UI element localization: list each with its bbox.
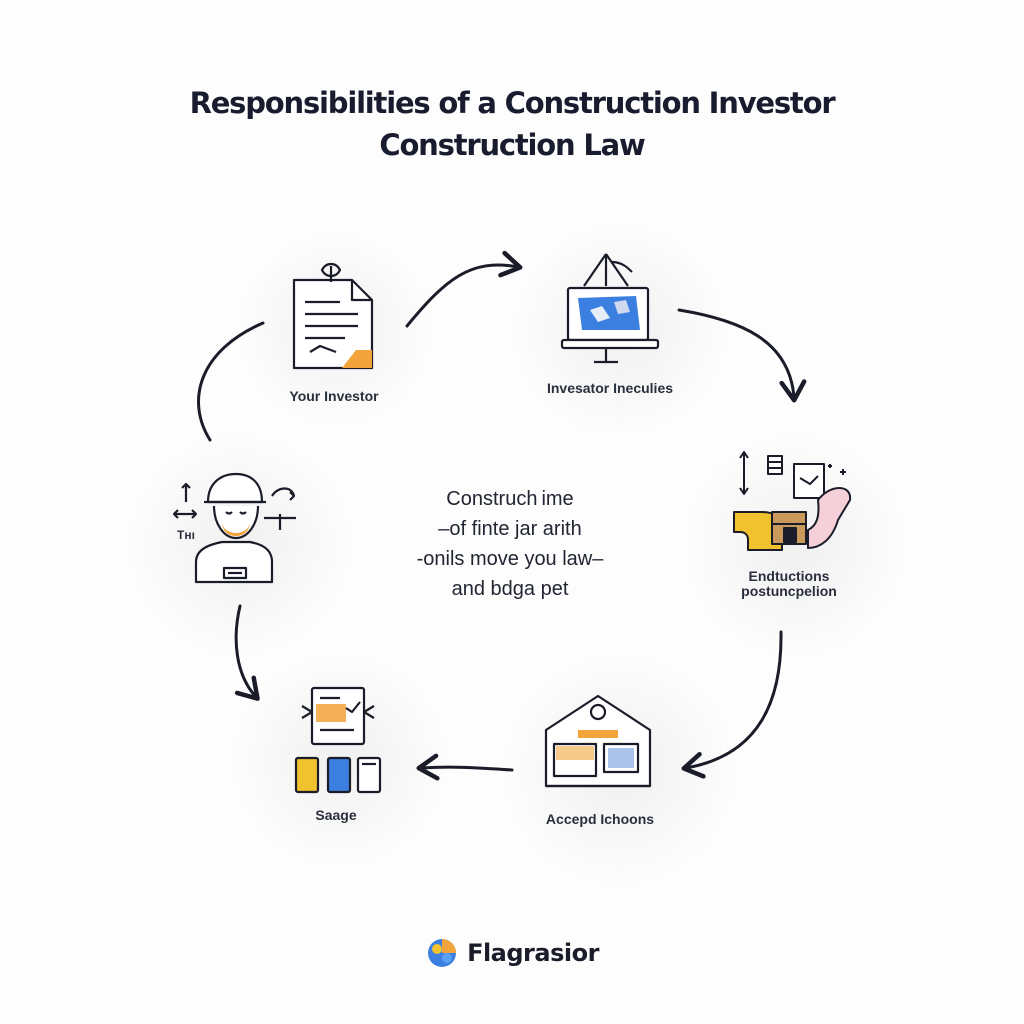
- page-title: Responsibilities of a Construction Inves…: [189, 86, 836, 120]
- devices-icon: [294, 686, 382, 794]
- pipes-boxes-icon: [733, 451, 852, 551]
- center-line-3: -onils move you law–: [416, 548, 604, 570]
- document-contract-icon: [292, 262, 374, 370]
- node-label-pipes-line1: Endtuctions: [748, 568, 830, 584]
- node-label-laptop: Invesator Ineculies: [546, 380, 674, 396]
- center-description: Construch ime –of finte jar arith -onils…: [360, 484, 660, 604]
- arrow-bottom: [416, 753, 514, 781]
- node-label-pipes-line2: postuncpelion: [741, 583, 837, 599]
- center-line-1: Construch ime: [446, 488, 574, 510]
- brand-logo-icon: [428, 939, 457, 967]
- node-label-investor: Your Investor: [289, 388, 379, 404]
- node-label-devices: Saage: [315, 807, 357, 823]
- arrow-left-upper: [197, 321, 265, 442]
- node-label-warehouse: Accepd Ichoons: [545, 811, 655, 827]
- brand: Flagrasior: [0, 936, 1024, 970]
- arrow-left-lower: [234, 604, 260, 701]
- center-line-2: –of finte jar arith: [438, 518, 582, 540]
- warehouse-icon: [544, 694, 652, 788]
- arrow-top: [405, 250, 523, 328]
- node-label-worker: Tнı: [177, 528, 195, 542]
- arrow-right-upper: [677, 308, 807, 403]
- page-subtitle: Construction Law: [379, 128, 645, 162]
- worker-helmet-icon: [172, 472, 296, 584]
- center-line-4: and bdga pet: [451, 578, 569, 600]
- laptop-crane-icon: [560, 253, 660, 364]
- arrow-right-lower: [681, 630, 783, 779]
- brand-name: Flagrasior: [467, 939, 599, 967]
